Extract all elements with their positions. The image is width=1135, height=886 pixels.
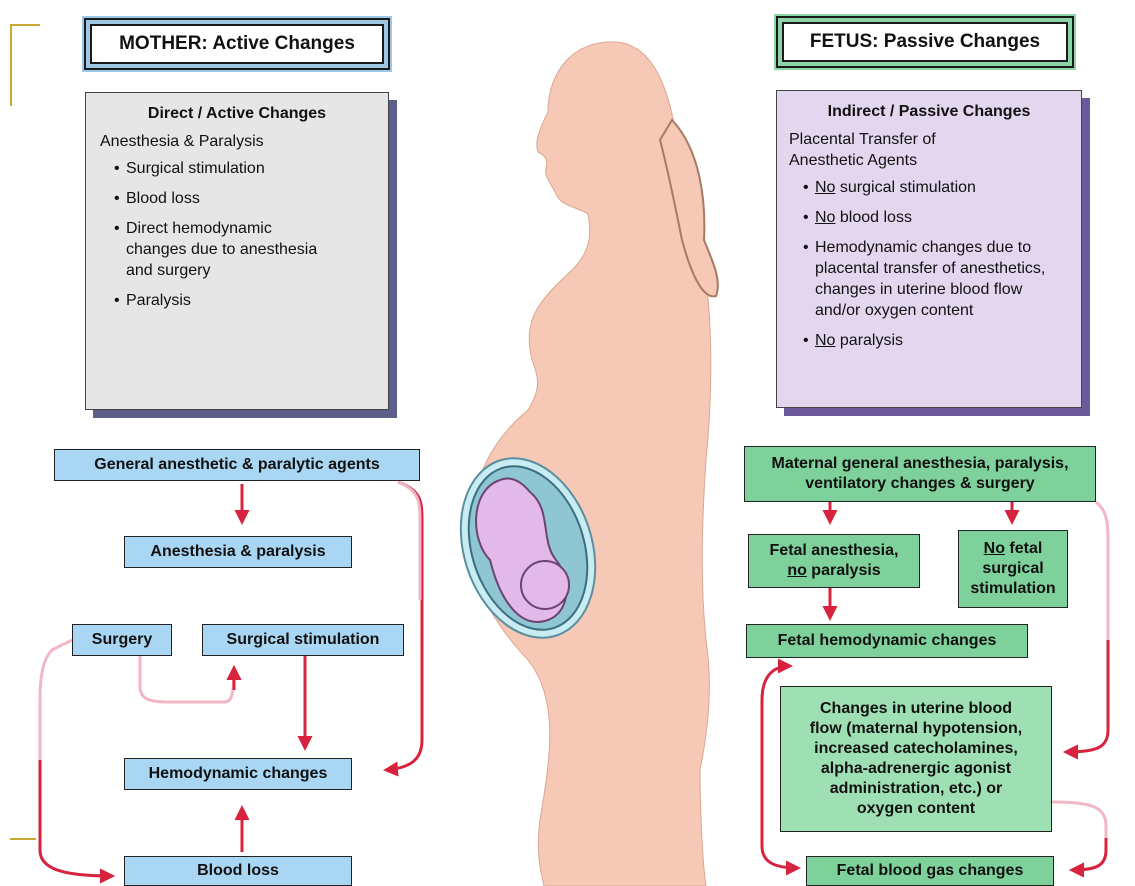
box-label: Maternal general anesthesia, paralysis, … [771, 454, 1068, 494]
general-anesthetic-agents-box: General anesthetic & paralytic agents [54, 449, 420, 481]
emphasis-no: No [815, 209, 835, 226]
emphasis-no: No [984, 540, 1005, 557]
box-label: General anesthetic & paralytic agents [94, 455, 379, 475]
box-label: Anesthesia & paralysis [150, 542, 325, 562]
surgical-stimulation-box: Surgical stimulation [202, 624, 404, 656]
box-label: Changes in uterine blood flow (maternal … [810, 699, 1022, 819]
list-item-text: Hemodynamic changes due to placental tra… [815, 239, 1045, 319]
anesthesia-paralysis-box: Anesthesia & paralysis [124, 536, 352, 568]
fetal-hemodynamic-changes-box: Fetal hemodynamic changes [746, 624, 1028, 658]
list-item: Paralysis [114, 290, 374, 311]
box-label: Hemodynamic changes [149, 764, 328, 784]
panel-title: Indirect / Passive Changes [789, 101, 1069, 122]
list-item: No blood loss [803, 207, 1069, 228]
fetus-header-label: FETUS: Passive Changes [810, 31, 1040, 53]
list-item: Surgical stimulation [114, 158, 374, 179]
maternal-anesthesia-box: Maternal general anesthesia, paralysis, … [744, 446, 1096, 502]
mother-header-label: MOTHER: Active Changes [119, 33, 355, 55]
panel-subtitle: Placental Transfer of Anesthetic Agents [789, 129, 1069, 171]
surgery-box: Surgery [72, 624, 172, 656]
blood-loss-box: Blood loss [124, 856, 352, 886]
list-item-text: surgical stimulation [835, 179, 976, 196]
list-item: No paralysis [803, 330, 1069, 351]
list-item-text: paralysis [835, 332, 903, 349]
box-label-line-1: No fetal [984, 539, 1043, 559]
box-label: Blood loss [197, 861, 279, 881]
uterine-blood-flow-box: Changes in uterine blood flow (maternal … [780, 686, 1052, 832]
hemodynamic-changes-box: Hemodynamic changes [124, 758, 352, 790]
list-item: Direct hemodynamic changes due to anesth… [114, 218, 326, 281]
list-item-text: blood loss [835, 209, 912, 226]
fetal-anesthesia-box: Fetal anesthesia, no paralysis [748, 534, 920, 588]
mother-header: MOTHER: Active Changes [90, 24, 384, 64]
fetus-change-list: No surgical stimulation No blood loss He… [789, 177, 1069, 351]
mother-direct-changes-panel: Direct / Active Changes Anesthesia & Par… [85, 92, 389, 410]
mother-change-list: Surgical stimulation Blood loss Direct h… [100, 158, 374, 311]
box-label: Fetal hemodynamic changes [778, 631, 997, 651]
panel-subtitle: Anesthesia & Paralysis [100, 131, 374, 152]
box-label-line-2: surgical stimulation [970, 559, 1055, 599]
list-item: Blood loss [114, 188, 374, 209]
list-item: No surgical stimulation [803, 177, 1069, 198]
box-label: Fetal blood gas changes [837, 861, 1024, 881]
no-fetal-surgical-stimulation-box: No fetal surgical stimulation [958, 530, 1068, 608]
box-label-line-1: Fetal anesthesia, [770, 541, 899, 561]
fetus-indirect-changes-panel: Indirect / Passive Changes Placental Tra… [776, 90, 1082, 408]
emphasis-no: no [787, 562, 807, 579]
box-label: Surgical stimulation [227, 630, 380, 650]
fetus-header: FETUS: Passive Changes [782, 22, 1068, 62]
fetal-blood-gas-changes-box: Fetal blood gas changes [806, 856, 1054, 886]
box-label-line-2: no paralysis [787, 561, 880, 581]
panel-title: Direct / Active Changes [100, 103, 374, 124]
box-label-rest: paralysis [807, 562, 881, 579]
box-label: Surgery [92, 630, 152, 650]
box-label-rest: fetal [1005, 540, 1042, 557]
emphasis-no: No [815, 332, 835, 349]
list-item: Hemodynamic changes due to placental tra… [803, 237, 1055, 321]
emphasis-no: No [815, 179, 835, 196]
